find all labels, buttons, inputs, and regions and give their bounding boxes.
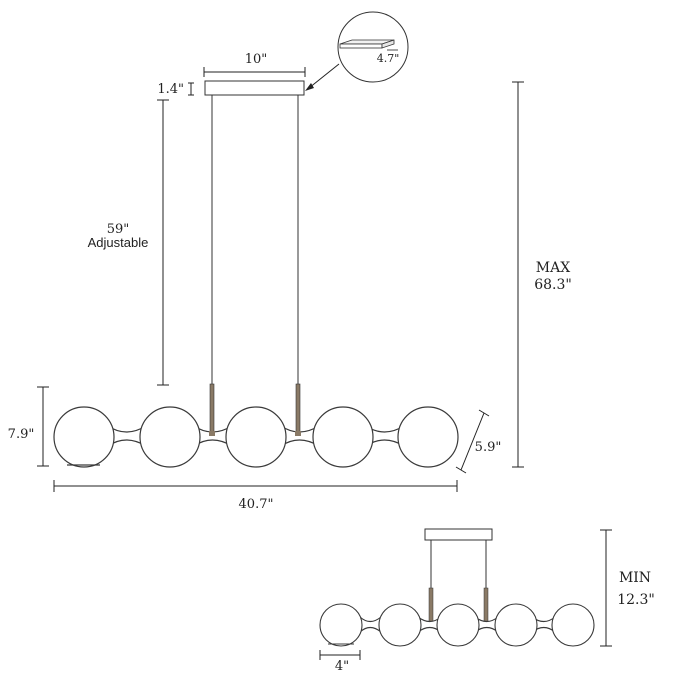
- globe: [494, 603, 538, 647]
- canopy-width-label: 10": [245, 52, 268, 67]
- rod-adjustable-label: Adjustable: [88, 235, 149, 250]
- globe: [551, 603, 595, 647]
- min-height-dimension: [600, 529, 612, 647]
- suspension-wires: [211, 95, 299, 384]
- canopy-depth-detail: [337, 11, 409, 83]
- canopy-width-dimension: [203, 67, 306, 77]
- overall-length-label: 40.7": [239, 497, 274, 512]
- rod-clips: [209, 431, 301, 436]
- min-label: MIN: [619, 570, 651, 586]
- canopy: [204, 80, 305, 96]
- min-fixture-globes: [319, 603, 595, 647]
- globe-height-dimension: [37, 386, 49, 467]
- canopy-height-label: 1.4": [157, 82, 184, 97]
- globe-width-label: 4": [335, 659, 349, 674]
- overall-length-dimension: [53, 480, 458, 492]
- min-suspension-wires: [430, 540, 487, 590]
- rod-length-label: 59": [107, 222, 130, 237]
- canopy-depth-label: 4.7": [377, 52, 400, 65]
- globe: [319, 603, 363, 647]
- globe: [397, 406, 459, 468]
- min-canopy: [424, 528, 493, 541]
- fixture-globes: [53, 406, 459, 468]
- canopy-height-dimension: [188, 82, 194, 96]
- globe-connector: [359, 615, 382, 634]
- max-height-label: 68.3": [534, 277, 572, 293]
- globe: [225, 406, 287, 468]
- detail-pointer-arrow: [305, 63, 340, 91]
- globe-diameter-dimension: [455, 409, 490, 474]
- max-height-dimension: [512, 81, 524, 468]
- globe: [436, 603, 480, 647]
- globe: [312, 406, 374, 468]
- min-height-label: 12.3": [617, 592, 655, 608]
- globe: [378, 603, 422, 647]
- globe-diameter-label: 5.9": [475, 440, 502, 455]
- globe: [139, 406, 201, 468]
- max-label: MAX: [536, 260, 570, 276]
- globe-width-dimension: [319, 650, 361, 660]
- globe: [53, 406, 115, 468]
- globe-height-label: 7.9": [8, 427, 35, 442]
- rod-length-dimension: [157, 99, 169, 386]
